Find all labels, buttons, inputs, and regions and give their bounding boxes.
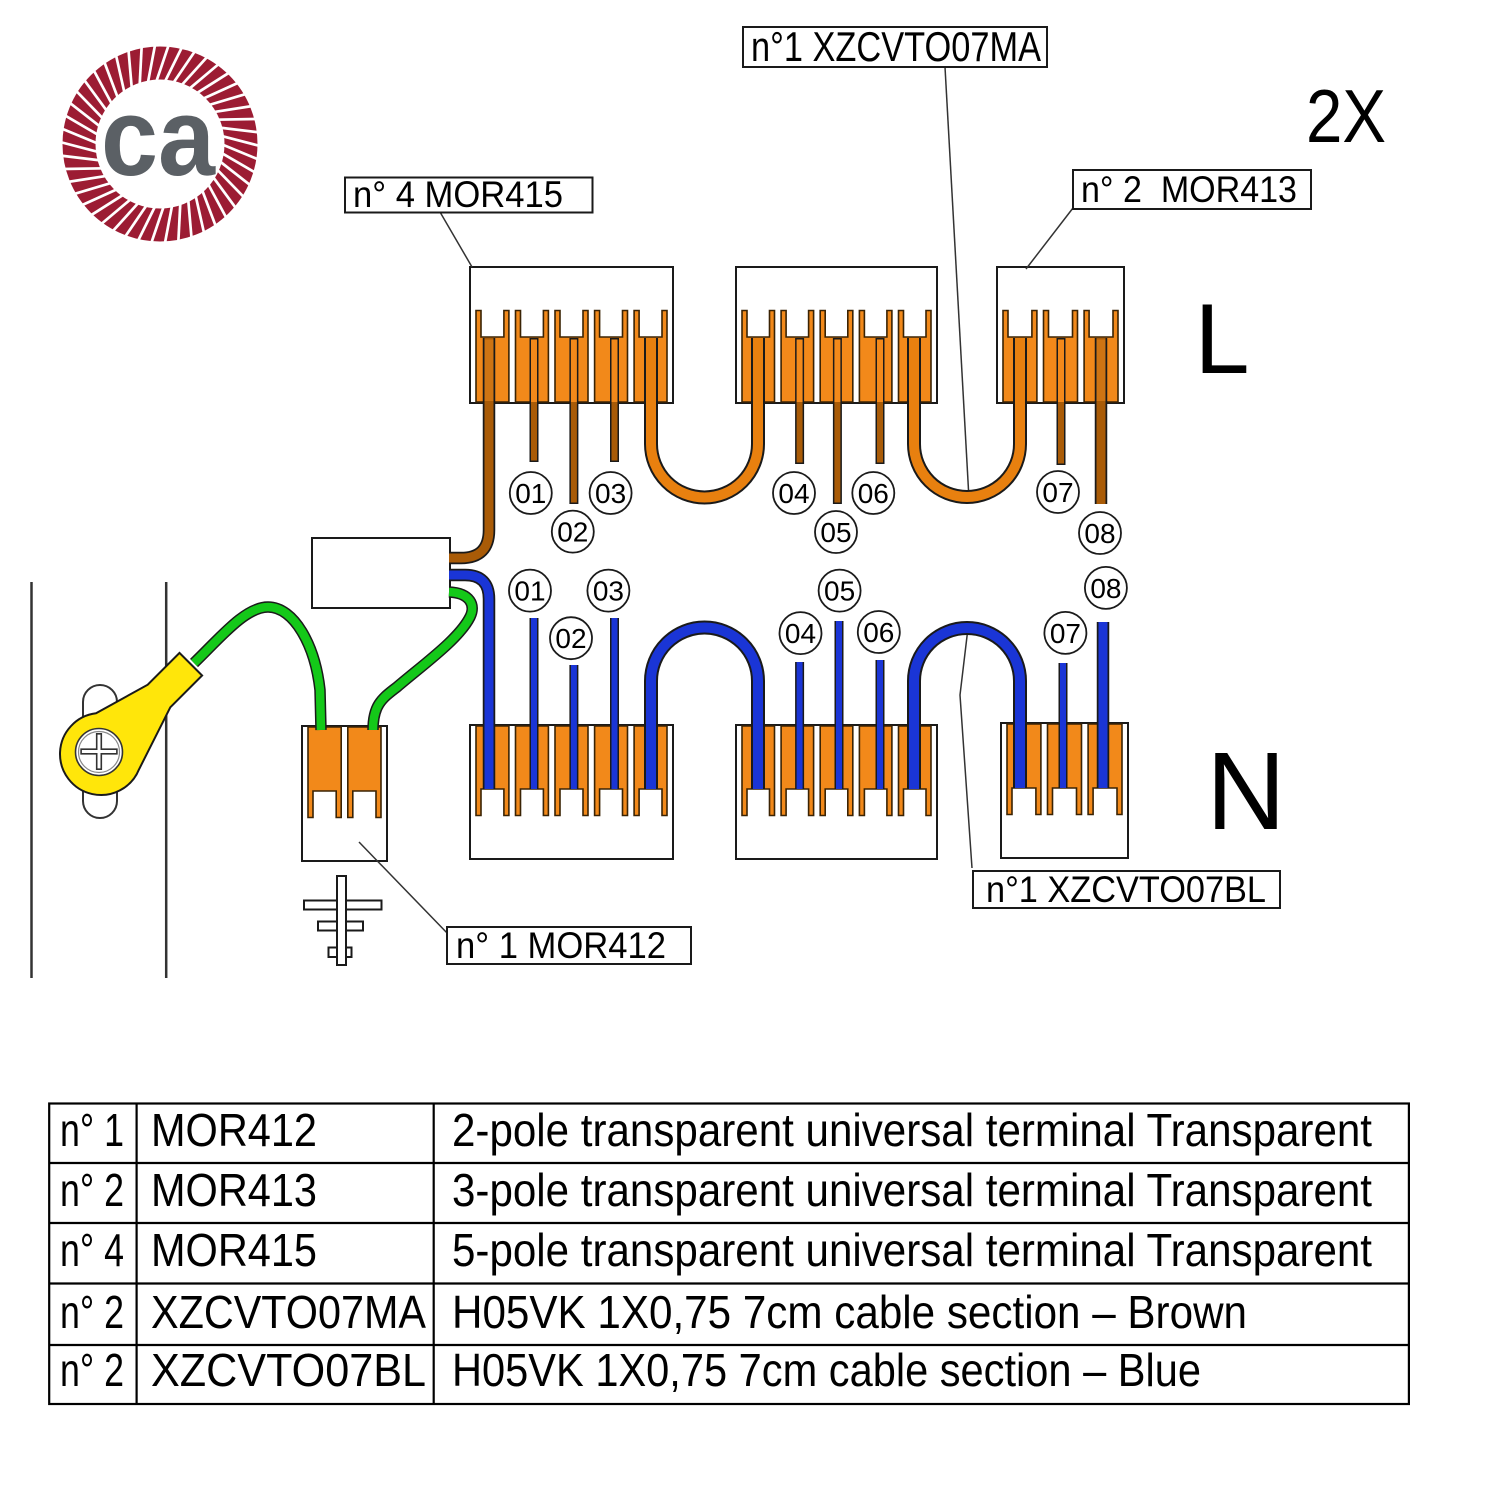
svg-text:04: 04 xyxy=(778,478,809,509)
svg-text:XZCVTO07BL: XZCVTO07BL xyxy=(151,1344,426,1396)
svg-text:L: L xyxy=(1194,283,1249,394)
svg-text:05: 05 xyxy=(820,517,851,548)
svg-text:5-pole transparent universal t: 5-pole transparent universal terminal Tr… xyxy=(452,1224,1372,1276)
svg-text:n° 2: n° 2 xyxy=(60,1344,124,1396)
svg-text:02: 02 xyxy=(557,517,588,548)
svg-text:08: 08 xyxy=(1090,573,1121,604)
svg-text:01: 01 xyxy=(515,478,546,509)
svg-text:08: 08 xyxy=(1084,518,1115,549)
svg-text:H05VK 1X0,75 7cm cable section: H05VK 1X0,75 7cm cable section – Blue xyxy=(452,1344,1201,1396)
svg-text:03: 03 xyxy=(593,576,624,607)
svg-text:MOR415: MOR415 xyxy=(151,1224,317,1276)
svg-text:n° 1 MOR412: n° 1 MOR412 xyxy=(456,925,666,966)
svg-text:MOR413: MOR413 xyxy=(151,1164,317,1216)
svg-text:n°1 XZCVTO07MA: n°1 XZCVTO07MA xyxy=(751,23,1041,70)
svg-text:n° 4 MOR415: n° 4 MOR415 xyxy=(353,174,563,215)
svg-text:03: 03 xyxy=(595,478,626,509)
svg-text:n° 2: n° 2 xyxy=(60,1164,124,1216)
svg-text:3-pole transparent universal t: 3-pole transparent universal terminal Tr… xyxy=(452,1164,1372,1216)
svg-text:n° 2: n° 2 xyxy=(60,1286,124,1338)
svg-text:05: 05 xyxy=(824,576,855,607)
svg-text:n° 1: n° 1 xyxy=(60,1104,124,1156)
svg-text:ca: ca xyxy=(101,76,216,199)
svg-text:02: 02 xyxy=(555,623,586,654)
svg-text:n°1 XZCVTO07BL: n°1 XZCVTO07BL xyxy=(986,869,1266,910)
svg-text:2-pole transparent universal t: 2-pole transparent universal terminal Tr… xyxy=(452,1104,1372,1156)
svg-text:N: N xyxy=(1206,730,1285,853)
svg-text:n° 2 MOR413: n° 2 MOR413 xyxy=(1081,169,1297,210)
svg-text:04: 04 xyxy=(785,618,816,649)
svg-text:2X: 2X xyxy=(1306,74,1386,158)
svg-text:MOR412: MOR412 xyxy=(151,1104,317,1156)
svg-text:01: 01 xyxy=(514,576,545,607)
svg-text:n° 4: n° 4 xyxy=(60,1224,124,1276)
svg-text:07: 07 xyxy=(1050,618,1081,649)
svg-text:H05VK 1X0,75 7cm cable section: H05VK 1X0,75 7cm cable section – Brown xyxy=(452,1286,1247,1338)
svg-text:06: 06 xyxy=(858,478,889,509)
svg-text:06: 06 xyxy=(863,617,894,648)
svg-text:XZCVTO07MA: XZCVTO07MA xyxy=(151,1286,426,1338)
svg-text:07: 07 xyxy=(1042,477,1073,508)
